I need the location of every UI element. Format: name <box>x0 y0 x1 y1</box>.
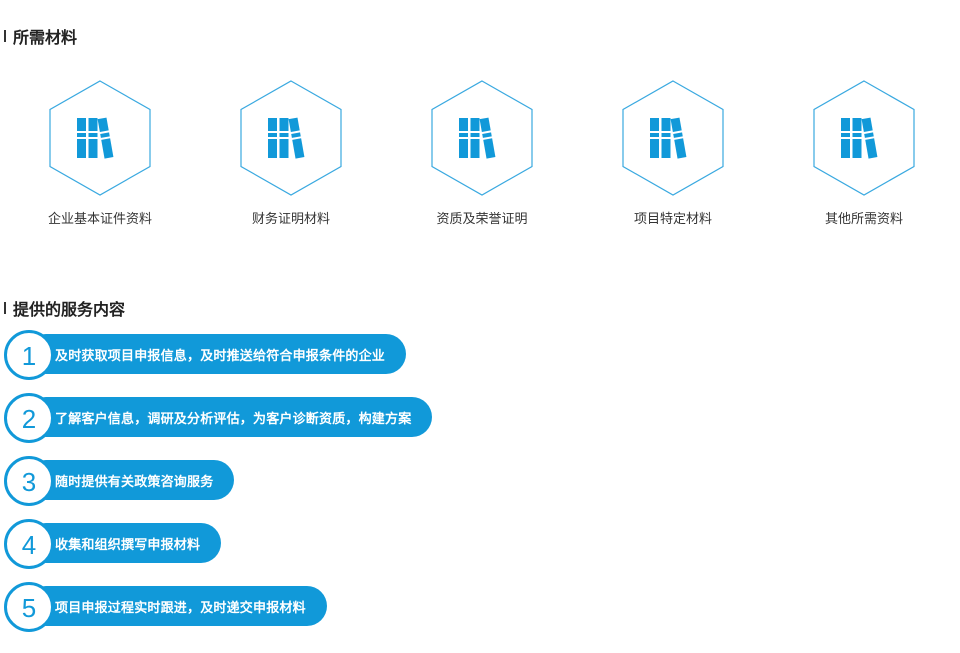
books-icon <box>813 80 915 196</box>
material-item-financial-proof: 财务证明材料 <box>211 80 371 230</box>
service-number-badge: 2 <box>4 393 54 443</box>
service-number: 1 <box>21 341 37 371</box>
service-pill: 随时提供有关政策咨询服务 <box>26 460 235 500</box>
books-icon <box>240 80 342 196</box>
books-icon <box>622 80 724 196</box>
material-item-other: 其他所需资料 <box>784 80 944 230</box>
material-label: 企业基本证件资料 <box>47 212 152 227</box>
service-pill: 了解客户信息，调研及分析评估，为客户诊断资质，构建方案 <box>26 397 433 437</box>
service-text: 了解客户信息，调研及分析评估，为客户诊断资质，构建方案 <box>55 411 412 427</box>
section-marker <box>4 30 6 42</box>
section-marker <box>4 302 6 314</box>
books-icon <box>431 80 533 196</box>
material-label: 其他所需资料 <box>824 212 903 227</box>
service-text: 及时获取项目申报信息，及时推送给符合申报条件的企业 <box>55 348 386 364</box>
service-number-badge: 3 <box>4 456 54 506</box>
materials-section-header: 所需材料 <box>4 24 77 48</box>
service-text: 收集和组织撰写申报材料 <box>55 537 201 553</box>
service-text: 随时提供有关政策咨询服务 <box>55 474 214 490</box>
material-item-project-specific: 项目特定材料 <box>593 80 753 230</box>
services-section-header: 提供的服务内容 <box>4 296 125 320</box>
materials-section-title: 所需材料 <box>13 28 78 47</box>
material-item-qualification-honors: 资质及荣誉证明 <box>402 80 562 230</box>
material-item-business-documents: 企业基本证件资料 <box>20 80 180 230</box>
service-text: 项目申报过程实时跟进，及时递交申报材料 <box>55 600 306 616</box>
service-number: 2 <box>21 404 37 434</box>
service-number-badge: 1 <box>4 330 54 380</box>
service-number: 5 <box>21 593 37 623</box>
service-number-badge: 5 <box>4 582 54 632</box>
books-icon <box>49 80 151 196</box>
material-label: 项目特定材料 <box>633 212 712 227</box>
service-pill: 项目申报过程实时跟进，及时递交申报材料 <box>26 586 327 626</box>
service-pill: 及时获取项目申报信息，及时推送给符合申报条件的企业 <box>26 334 407 374</box>
service-pill: 收集和组织撰写申报材料 <box>26 523 222 563</box>
materials-list: 企业基本证件资料 财务证明材料 <box>0 80 960 230</box>
service-number: 3 <box>21 467 37 497</box>
material-label: 资质及荣誉证明 <box>436 212 528 227</box>
service-number: 4 <box>21 530 37 560</box>
service-number-badge: 4 <box>4 519 54 569</box>
services-section-title: 提供的服务内容 <box>13 300 126 319</box>
material-label: 财务证明材料 <box>251 212 330 227</box>
